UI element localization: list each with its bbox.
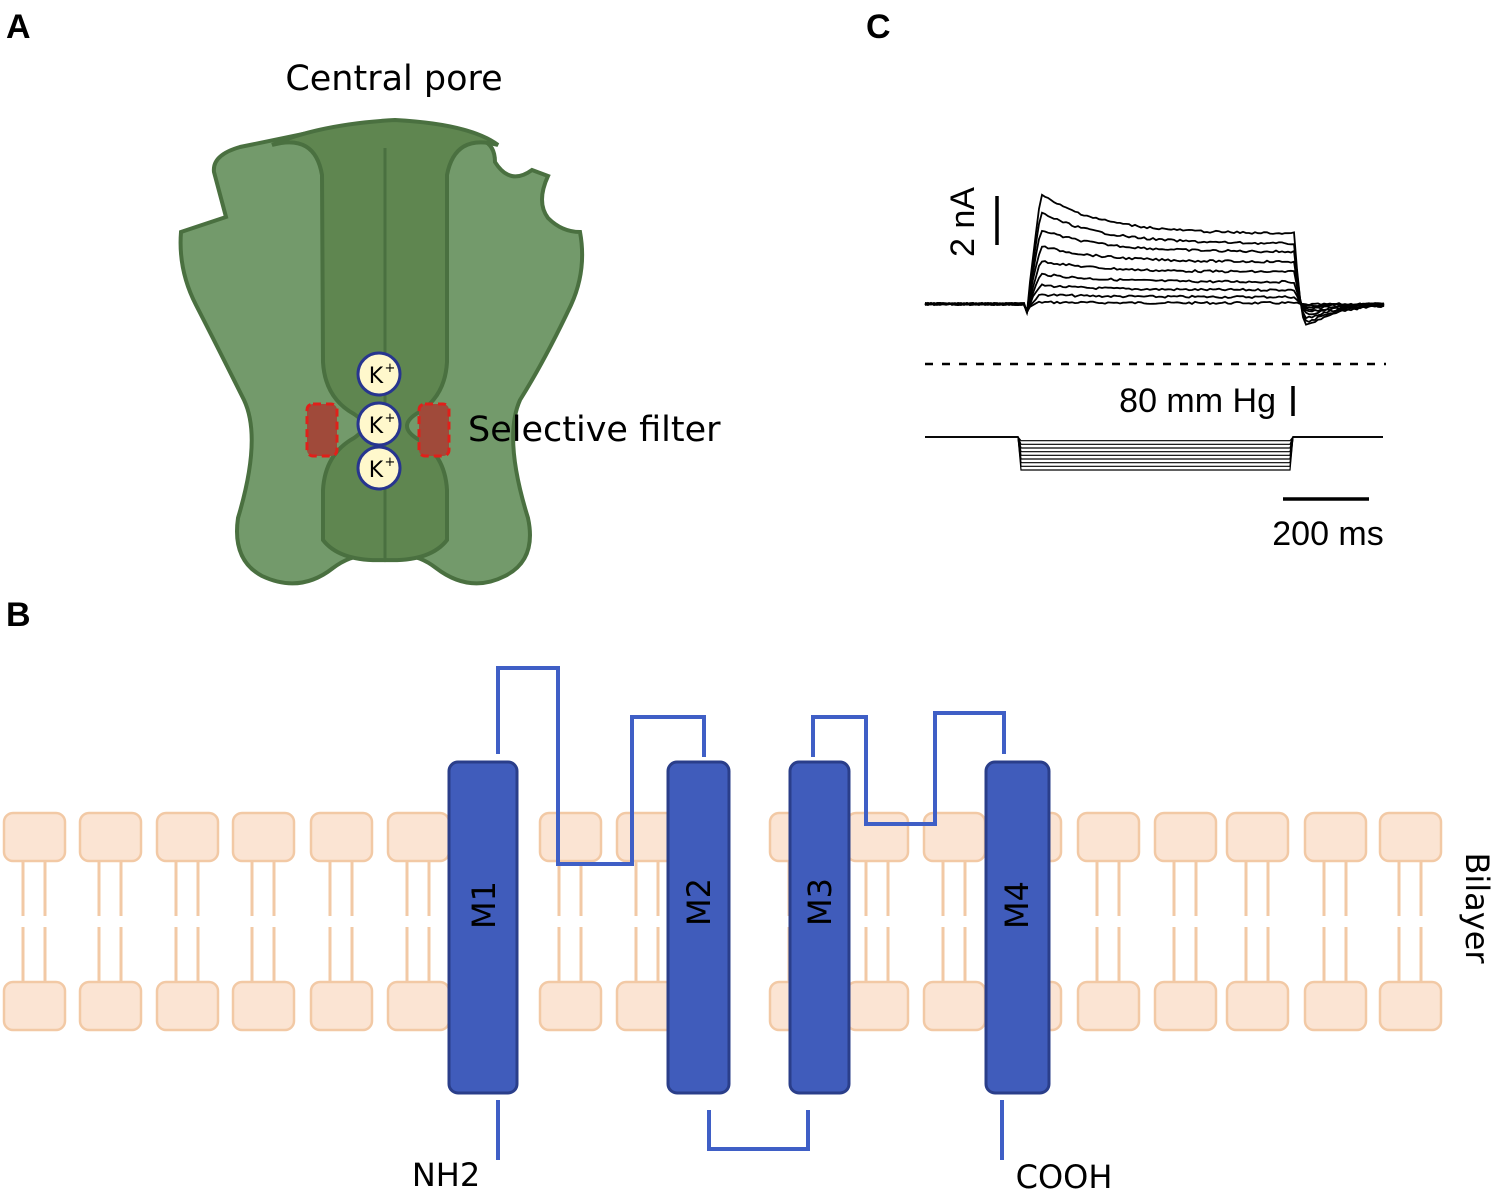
bilayer-label: Bilayer <box>1458 852 1496 964</box>
lipid-head-bottom <box>1225 980 1290 1032</box>
panel-c-recording: 2 nA 80 mm Hg 200 ms <box>924 187 1386 553</box>
panel-label-c: C <box>866 8 891 46</box>
lipid-molecule <box>845 811 910 1032</box>
loop-m1-m2 <box>496 666 706 866</box>
segment-m4: M4 <box>984 760 1051 1095</box>
lipid-molecule <box>2 811 67 1032</box>
ion-3: K + <box>356 445 402 491</box>
lipid-head-top <box>1153 811 1218 863</box>
lipid-head-bottom <box>538 980 603 1032</box>
lipid-molecule <box>1225 811 1290 1032</box>
helix-m4 <box>984 760 1051 1095</box>
pressure-scale-label: 80 mm Hg <box>1119 382 1276 420</box>
k-ion-charge: + <box>385 361 396 376</box>
helix-m2 <box>666 760 731 1095</box>
lipid-head-bottom <box>845 980 910 1032</box>
lipid-head-bottom <box>1153 980 1218 1032</box>
helix-m1 <box>447 760 519 1095</box>
current-trace <box>924 193 1385 326</box>
lipid-molecule <box>78 811 143 1032</box>
pressure-step <box>925 436 1383 456</box>
current-scale-label: 2 nA <box>944 187 982 257</box>
filter-box-left <box>305 402 339 458</box>
lipid-molecule <box>538 811 603 1032</box>
lipid-molecule <box>386 811 451 1032</box>
lipid-head-bottom <box>231 980 296 1032</box>
loop-m3-m4 <box>811 711 1006 826</box>
ion-2: K + <box>356 401 402 447</box>
lipid-head-bottom <box>155 980 220 1032</box>
n-terminus-label: NH2 <box>412 1156 480 1194</box>
lipid-head-top <box>155 811 220 863</box>
k-ion-circle <box>356 445 402 491</box>
panel-label-b: B <box>6 596 31 634</box>
lipid-head-top <box>1225 811 1290 863</box>
lipid-head-bottom <box>78 980 143 1032</box>
panel-b-topology: M1 M2 M3 M4 NH2 COOH Bilayer <box>2 666 1496 1194</box>
k-ion-symbol: K <box>369 458 384 483</box>
lipid-head-bottom <box>2 980 67 1032</box>
lipid-head-bottom <box>1076 980 1141 1032</box>
pressure-step <box>925 436 1383 471</box>
segment-m2: M2 <box>666 760 731 1095</box>
k-ion-symbol: K <box>369 414 384 439</box>
lipid-molecule <box>1378 811 1443 1032</box>
lipid-head-top <box>78 811 143 863</box>
lipid-head-bottom <box>309 980 374 1032</box>
lipid-molecule <box>922 811 987 1032</box>
k-ion-circle <box>356 351 402 397</box>
k-ion-circle <box>356 401 402 447</box>
segment-m1: M1 <box>447 760 519 1095</box>
lipid-head-top <box>1378 811 1443 863</box>
helix-m2-label: M2 <box>680 878 718 926</box>
lipid-head-top <box>538 811 603 863</box>
lipid-head-bottom <box>1378 980 1443 1032</box>
helix-m1-label: M1 <box>465 881 503 929</box>
lipid-molecule <box>1153 811 1218 1032</box>
lipid-head-top <box>1076 811 1141 863</box>
pressure-steps <box>925 436 1383 471</box>
k-ion-symbol: K <box>369 364 384 389</box>
lipid-molecule <box>1076 811 1141 1032</box>
protein-loops <box>496 666 1006 1160</box>
k-ion-charge: + <box>385 411 396 426</box>
lipid-molecule <box>155 811 220 1032</box>
pressure-step <box>925 436 1383 449</box>
lipid-head-top <box>309 811 374 863</box>
current-traces <box>924 193 1385 326</box>
helix-m3 <box>788 760 851 1095</box>
lipid-head-top <box>1303 811 1368 863</box>
selective-filter-label: Selective filter <box>468 410 721 450</box>
loop-m2-m3 <box>707 1110 810 1151</box>
ion-1: K + <box>356 351 402 397</box>
central-pore-label: Central pore <box>285 59 502 99</box>
c-terminus-label: COOH <box>1016 1158 1113 1194</box>
helix-m4-label: M4 <box>998 881 1036 929</box>
time-scale-label: 200 ms <box>1272 515 1384 553</box>
segment-m3: M3 <box>788 760 851 1095</box>
lipid-head-top <box>2 811 67 863</box>
k-ion-charge: + <box>385 455 396 470</box>
lipid-head-bottom <box>1303 980 1368 1032</box>
lipid-head-top <box>231 811 296 863</box>
filter-box-right <box>417 402 451 458</box>
lipid-head-top <box>845 811 910 863</box>
lipid-molecule <box>231 811 296 1032</box>
lipid-head-top <box>386 811 451 863</box>
lipid-molecule <box>309 811 374 1032</box>
lipid-head-bottom <box>386 980 451 1032</box>
lipid-head-bottom <box>922 980 987 1032</box>
helix-m3-label: M3 <box>801 878 839 926</box>
panel-label-a: A <box>6 8 31 46</box>
lipid-molecule <box>1303 811 1368 1032</box>
panel-a-channel: Central pore K + K + K + Selective filte… <box>178 59 721 586</box>
